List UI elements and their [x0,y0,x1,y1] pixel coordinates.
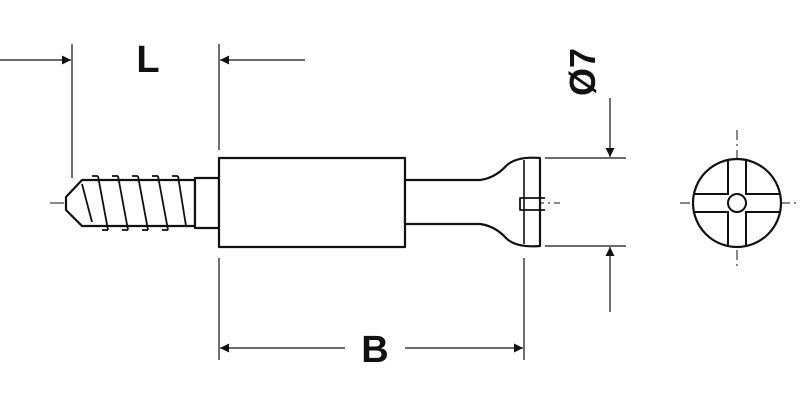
bolt-side-view [64,156,545,249]
bolt-end-view [680,130,798,268]
label-diameter: Ø7 [562,48,603,96]
label-b: B [361,329,388,371]
screw-thread-helix [81,175,187,231]
end-view-cross-slot [695,161,779,245]
bolt-neck [403,156,542,248]
screw-thread-core [64,178,197,228]
bolt-cylinder [217,156,407,249]
bolt-collar [193,176,221,230]
end-view-center-hole [727,193,747,213]
bolt-head-slot [519,197,545,211]
extension-lines [71,44,626,360]
label-l: L [136,39,159,81]
